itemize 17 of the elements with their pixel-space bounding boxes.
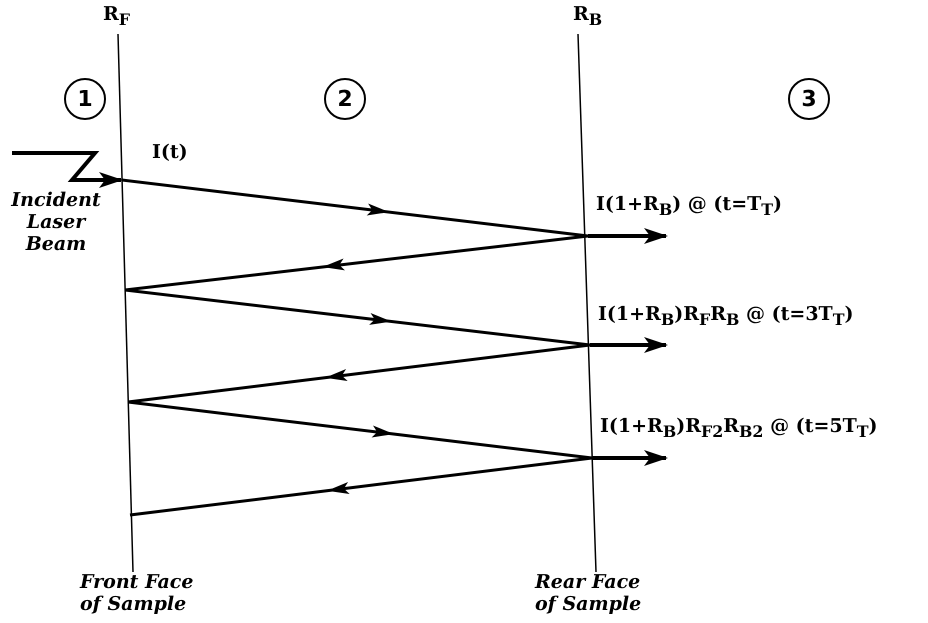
region-number: 3	[801, 86, 817, 112]
beam-caption: Incident Laser Beam	[10, 190, 102, 256]
intensity-label: I(1+R$_{B}$)R$_{F}$R$_{B}$ @ (t=3T$_{T}$)	[598, 304, 854, 329]
region-number-circle	[64, 78, 106, 120]
face-caption: Front Face of Sample	[80, 572, 205, 616]
region-number-circle	[788, 78, 830, 120]
intensity-label: I(1+R$_{B}$) @ (t=T$_{T}$)	[596, 194, 782, 219]
reflectance-symbol: R$_{F}$	[103, 4, 130, 29]
sample-face-line	[117, 34, 134, 572]
region-number: 1	[77, 86, 93, 112]
intensity-label: I(1+R$_{B}$)R$_{F2}$R$_{B2}$ @ (t=5T$_{T}$)	[600, 416, 878, 441]
reflectance-symbol: R$_{B}$	[573, 4, 602, 29]
intensity-label: I(t)	[152, 142, 188, 164]
region-number: 2	[337, 86, 353, 112]
region-number-circle	[324, 78, 366, 120]
face-caption: Rear Face of Sample	[535, 572, 660, 616]
sample-face-line	[577, 34, 597, 572]
